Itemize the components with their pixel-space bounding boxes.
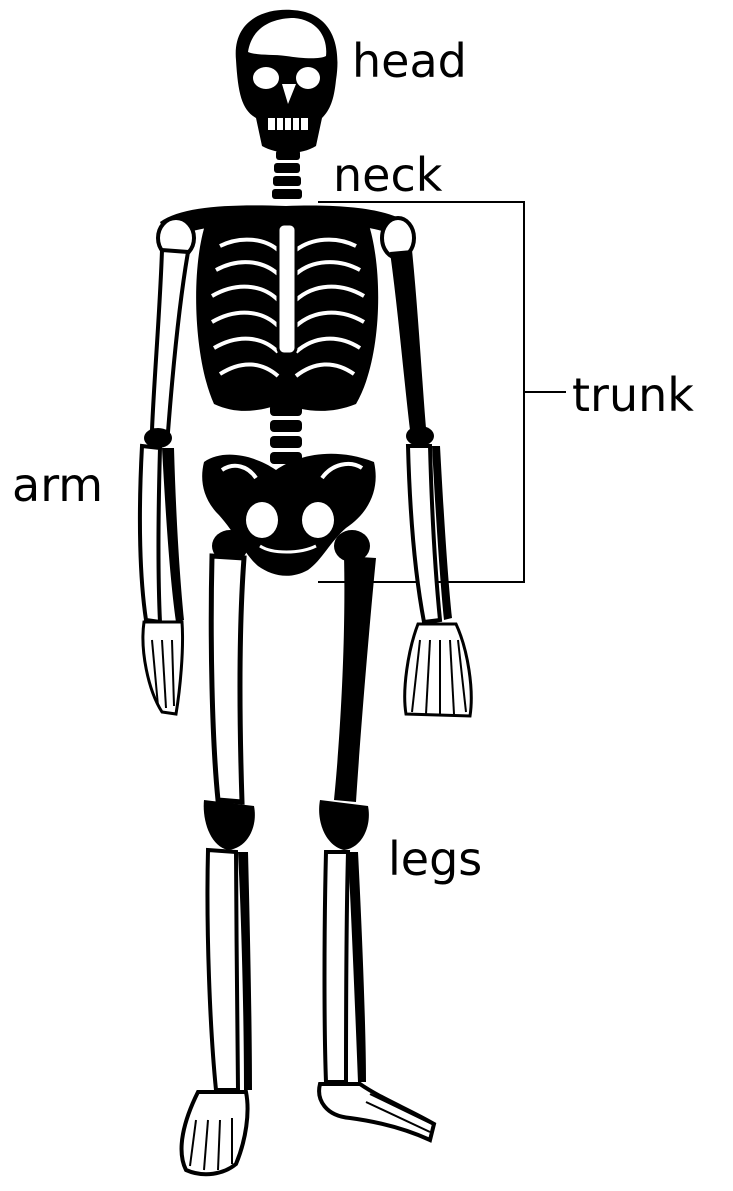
left-leg [182, 530, 255, 1174]
neck-vertebrae [272, 150, 302, 199]
label-neck: neck [333, 152, 442, 198]
label-trunk: trunk [572, 372, 694, 418]
right-arm [390, 250, 471, 716]
label-head: head [352, 38, 467, 84]
skull [236, 10, 338, 153]
label-arm: arm [12, 462, 103, 508]
label-legs: legs [388, 836, 482, 882]
left-arm [140, 250, 188, 714]
ribcage [196, 222, 378, 411]
